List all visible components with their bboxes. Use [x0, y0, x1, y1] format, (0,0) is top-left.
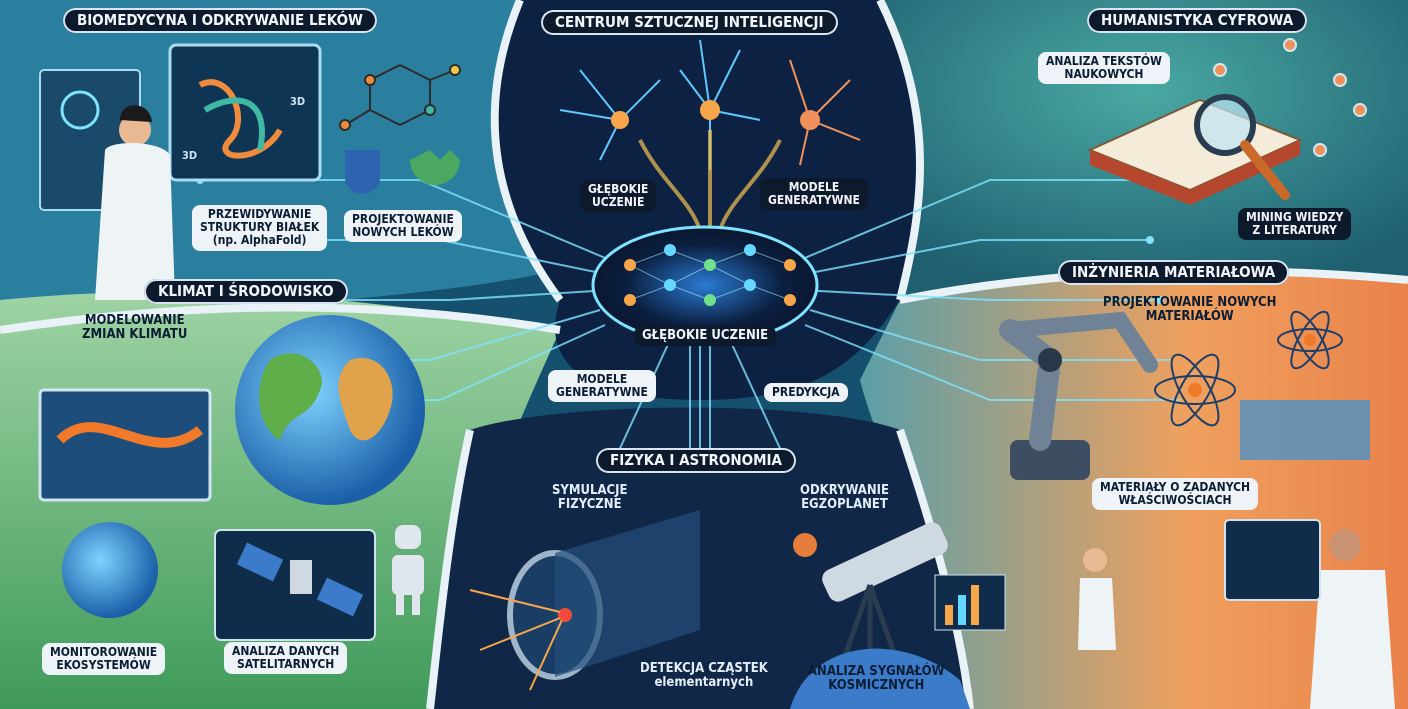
targeted-materials-label: MATERIAŁY O ZADANYCH WŁAŚCIWOŚCIACH: [1092, 478, 1259, 511]
biomed-title: BIOMEDYCYNA I ODKRYWANIE LEKÓW: [63, 8, 377, 33]
generative-models-label-top: MODELE GENERATYWNE: [760, 178, 868, 211]
scientist-icon: [95, 105, 175, 300]
bar-chart-icon: [934, 574, 1006, 631]
screen-3d-label: 3D: [290, 95, 306, 108]
generative-models-label-bottom: MODELE GENERATYWNE: [548, 370, 656, 403]
physics-simulations-label: SYMULACJE FIZYCZNE: [552, 483, 628, 513]
robot-arm-icon: [999, 311, 1158, 480]
literature-mining-label: MINING WIEDZY Z LITERATURY: [1238, 208, 1352, 241]
core-deep-learning-label: GŁĘBOKIE UCZENIE: [634, 326, 777, 347]
ecosystem-monitoring-label: MONITOROWANIE EKOSYSTEMÓW: [42, 643, 166, 676]
earth-small-icon: [62, 522, 158, 618]
screen-3d-small-label: 3D: [182, 149, 198, 162]
robot-icon: [392, 525, 424, 615]
climate-modeling-label: MODELOWANIE ZMIAN KLIMATU: [82, 313, 188, 343]
particle-detection-label: DETEKCJA CZĄSTEK elementarnych: [640, 661, 768, 691]
scientist-icon: [1078, 529, 1395, 709]
drug-design-label: PROJEKTOWANIE NOWYCH LEKÓW: [344, 210, 462, 243]
climate-title: KLIMAT I ŚRODOWISKO: [144, 279, 348, 304]
prediction-label: PREDYKCJA: [764, 383, 848, 403]
satellite-icon: [214, 529, 376, 641]
satellite-data-label: ANALIZA DANYCH SATELITARNYCH: [224, 642, 348, 675]
physics-title: FIZYKA I ASTRONOMIA: [596, 448, 796, 473]
text-analysis-label: ANALIZA TEKSTÓW NAUKOWYCH: [1038, 52, 1170, 85]
materials-title: INŻYNIERIA MATERIAŁOWA: [1058, 260, 1290, 285]
neuron-icon: [559, 39, 861, 170]
deep-learning-label: GŁĘBOKIE UCZENIE: [580, 180, 657, 213]
atom-icon: [1154, 310, 1343, 427]
center-title: CENTRUM SZTUCZNEJ INTELIGENCJI: [541, 10, 838, 35]
exoplanets-label: ODKRYWANIE EGZOPLANET: [800, 483, 889, 513]
molecule-icon: [339, 64, 461, 131]
magnifier-icon: [1194, 94, 1290, 200]
particle-accelerator-icon: [469, 510, 700, 691]
humanities-title: HUMANISTYKA CYFROWA: [1087, 8, 1308, 33]
cosmic-signals-label: ANALIZA SYGNAŁÓW KOSMICZNYCH: [808, 664, 945, 694]
new-materials-label: PROJEKTOWANIE NOWYCH MATERIAŁÓW: [1103, 295, 1277, 325]
protein-structure-label: PRZEWIDYWANIE STRUKTURY BIAŁEK (np. Alph…: [192, 205, 328, 251]
